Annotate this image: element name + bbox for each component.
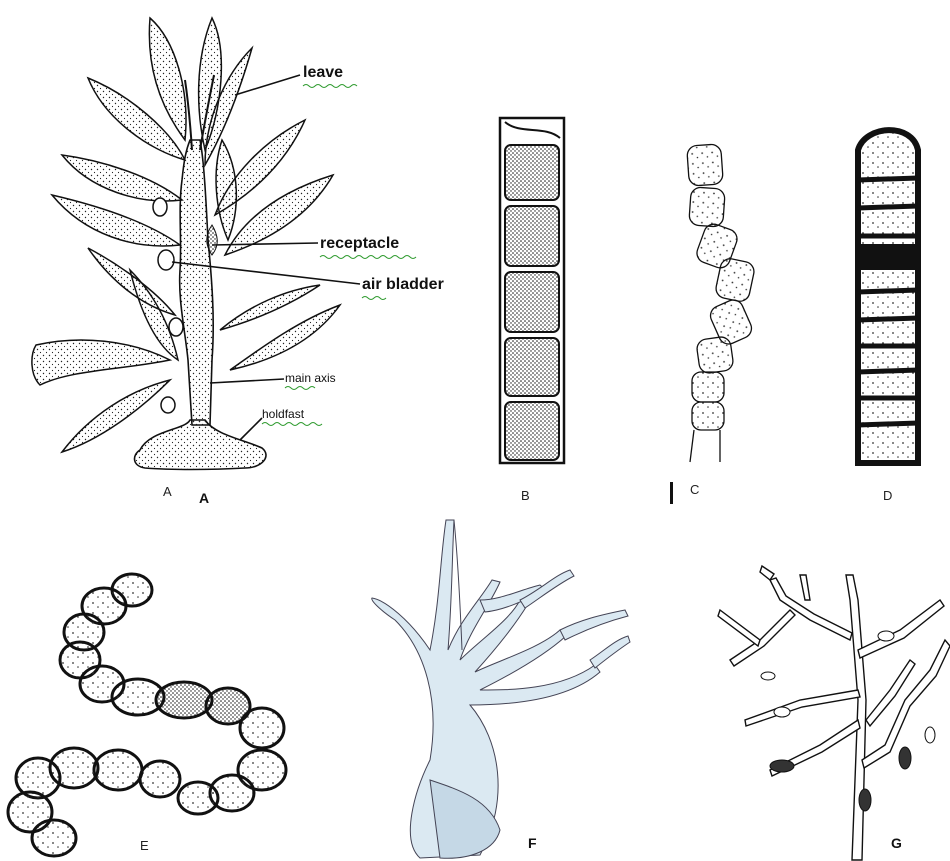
caption-b: B: [521, 488, 530, 503]
panel-c-filament: [687, 144, 756, 462]
panel-b-cells: [505, 145, 559, 460]
panel-g-sporangia: [770, 747, 911, 811]
caption-c: C: [690, 482, 699, 497]
holdfast-shape: [135, 420, 266, 470]
panel-g-branches: [718, 566, 950, 860]
panel-d-filament: D: [858, 130, 918, 503]
caption-g: G: [891, 835, 902, 851]
label-main-axis: main axis: [285, 371, 336, 385]
main-axis-shape: [180, 140, 214, 425]
label-air-bladder: air bladder: [362, 276, 444, 293]
label-receptacle: receptacle: [320, 235, 399, 252]
label-leave: leave: [303, 64, 343, 81]
caption-a-handwritten: A: [163, 484, 172, 499]
caption-e: E: [140, 838, 149, 853]
caption-a-bold: A: [199, 490, 209, 506]
label-holdfast: holdfast: [262, 407, 305, 421]
caption-f: F: [528, 835, 537, 851]
panel-f-thallus: [372, 520, 630, 858]
panel-c-mark: [670, 482, 673, 504]
caption-d: D: [883, 488, 892, 503]
panel-a-thallus: leave receptacle air bladder main axis h…: [32, 18, 444, 506]
panel-e-filament: [8, 574, 286, 856]
panel-b-filament: B: [500, 118, 564, 503]
panel-d-heterocyst: [858, 244, 918, 270]
